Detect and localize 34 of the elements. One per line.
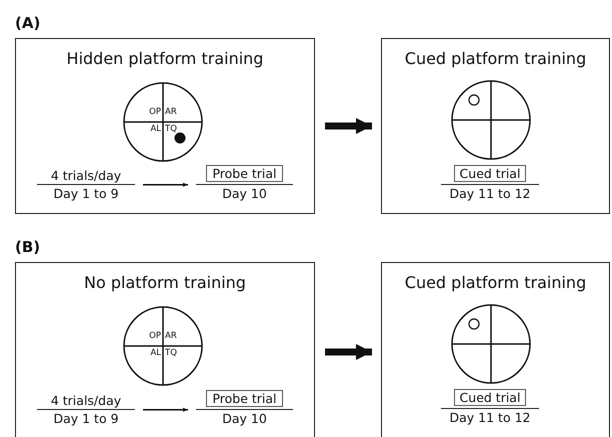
quadrant-label: AL xyxy=(150,124,161,134)
day-range-text: Day 11 to 12 xyxy=(450,185,530,202)
trial-count-text: 4 trials/day xyxy=(50,167,122,184)
day-range-text: Day 10 xyxy=(222,410,267,427)
panel-heading: No platform training xyxy=(83,273,247,292)
quadrant-label: TQ xyxy=(165,124,177,134)
day-range-text: Day 11 to 12 xyxy=(450,409,530,426)
panel-box xyxy=(381,262,610,437)
arrow xyxy=(143,408,188,412)
arrow xyxy=(143,182,188,187)
trial-label: Cued trial xyxy=(454,389,526,406)
day-range-text: Day 1 to 9 xyxy=(53,185,119,202)
panel-box xyxy=(15,262,315,437)
panel-heading: Hidden platform training xyxy=(66,49,264,68)
panel-box xyxy=(15,38,315,214)
day-range-text: Day 1 to 9 xyxy=(53,410,119,427)
trial-label: Probe trial xyxy=(206,390,283,407)
panel-box xyxy=(381,38,610,214)
quadrant-label: TQ xyxy=(165,348,177,358)
quadrant-label: AR xyxy=(165,107,177,117)
panel-letter: (A) xyxy=(15,14,40,32)
panel-heading: Cued platform training xyxy=(404,49,588,68)
quadrant-label: OP xyxy=(149,331,161,341)
day-range-text: Day 10 xyxy=(222,185,267,202)
trial-count-text: 4 trials/day xyxy=(50,392,122,409)
thick-arrow xyxy=(325,118,372,134)
panel-letter: (B) xyxy=(15,238,40,256)
quadrant-label: AR xyxy=(165,331,177,341)
trial-label: Probe trial xyxy=(206,165,283,182)
thick-arrow xyxy=(325,344,372,360)
quadrant-label: OP xyxy=(149,107,161,117)
trial-label: Cued trial xyxy=(454,165,526,182)
quadrant-label: AL xyxy=(150,348,161,358)
panel-heading: Cued platform training xyxy=(404,273,588,292)
